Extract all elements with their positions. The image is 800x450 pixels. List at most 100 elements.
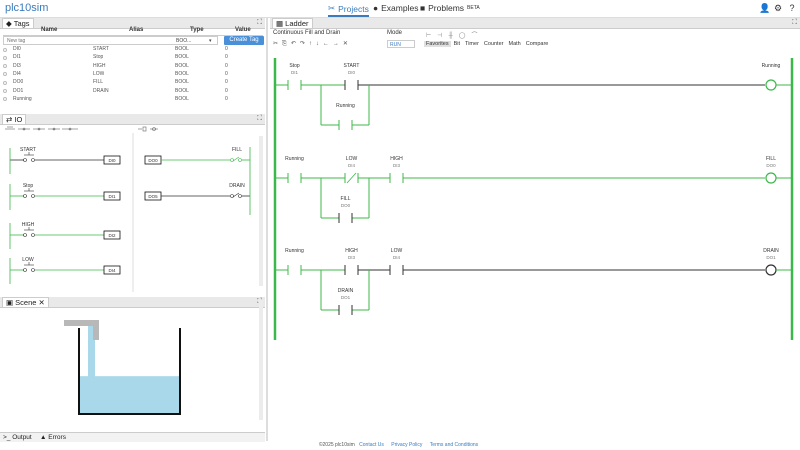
new-tag-type-select[interactable]: BOO...	[176, 38, 192, 44]
tag-name[interactable]: DO1	[13, 87, 24, 94]
tag-row[interactable]: Running BOOL 0	[3, 96, 263, 104]
app-logo[interactable]: plc10sim	[5, 2, 49, 14]
tag-alias[interactable]: DRAIN	[93, 87, 109, 94]
io-scrollbar[interactable]	[259, 136, 263, 286]
instruction-tab[interactable]: Favorites	[424, 41, 451, 47]
tag-name[interactable]: DO0	[13, 79, 24, 86]
tag-alias[interactable]: FILL	[93, 79, 104, 86]
tag-value[interactable]: 0	[225, 95, 228, 102]
tag-type[interactable]: BOOL	[175, 79, 189, 86]
tag-value[interactable]: 0	[225, 87, 228, 94]
tag-value[interactable]: 0	[225, 79, 228, 86]
branch-contact[interactable]: Running	[336, 103, 355, 130]
tags-tab[interactable]: ◆ Tags	[2, 18, 34, 28]
scene-tab[interactable]: ▣ Scene ✕	[2, 297, 49, 307]
io-input-box[interactable]	[103, 230, 121, 240]
tag-row[interactable]: DI0 START BOOL 0	[3, 46, 263, 54]
tag-name[interactable]: Running	[13, 95, 32, 102]
instruction-tab[interactable]: Timer	[465, 41, 479, 47]
tag-type[interactable]: BOOL	[175, 95, 189, 102]
arrow-right-icon[interactable]: →	[332, 41, 343, 47]
io-input-box[interactable]	[103, 265, 121, 275]
footer-link-contact[interactable]: Contact Us	[359, 442, 384, 448]
redo-icon[interactable]: ↷	[299, 41, 309, 47]
errors-tab[interactable]: ▲ Errors	[40, 433, 66, 442]
tag-type[interactable]: BOOL	[175, 46, 189, 52]
tag-type[interactable]: BOOL	[175, 62, 189, 69]
expand-icon[interactable]: ⛶	[792, 19, 797, 26]
contact-icon[interactable]: ╫	[448, 33, 459, 39]
tag-type[interactable]: BOOL	[175, 54, 189, 61]
gear-icon[interactable]: ⚙	[773, 3, 783, 13]
tag-type[interactable]: BOOL	[175, 70, 189, 77]
instruction-tab[interactable]: Math	[508, 41, 521, 47]
io-palette[interactable]	[5, 126, 158, 132]
arrow-up-icon[interactable]: ↑	[308, 41, 316, 47]
close-icon[interactable]: ✕	[38, 298, 45, 307]
contact[interactable]: Running	[285, 248, 304, 275]
output-tab[interactable]: >_ Output	[3, 433, 32, 442]
create-tag-button[interactable]: Create Tag	[224, 36, 264, 45]
panel-divider[interactable]	[266, 17, 268, 441]
program-name[interactable]: Continuous Fill and Drain	[273, 30, 341, 36]
io-input-box[interactable]	[103, 191, 121, 201]
tag-alias[interactable]: START	[93, 46, 109, 52]
arrow-left-icon[interactable]: ←	[322, 41, 333, 47]
new-tag-input[interactable]	[5, 37, 149, 44]
coil-icon[interactable]: ◯	[458, 33, 472, 39]
help-icon[interactable]: ?	[789, 3, 795, 13]
tag-value[interactable]: 0	[225, 62, 228, 69]
tag-row[interactable]: DI4 LOW BOOL 0	[3, 71, 263, 79]
ladder-tab[interactable]: ▦ Ladder	[272, 18, 313, 28]
tag-value[interactable]: 0	[225, 46, 228, 52]
user-icon[interactable]: 👤	[759, 3, 771, 13]
tag-row[interactable]: DO0 FILL BOOL 0	[3, 79, 263, 87]
io-input-box[interactable]	[103, 155, 121, 165]
nav-examples[interactable]: ●Examples	[373, 3, 418, 13]
instruction-tab[interactable]: Counter	[483, 41, 504, 47]
instruction-tab[interactable]: Bit	[453, 41, 461, 47]
paste-icon[interactable]: ⎘	[282, 41, 291, 47]
tag-value[interactable]: 0	[225, 70, 228, 77]
arrow-down-icon[interactable]: ↓	[315, 41, 323, 47]
branch-icon[interactable]: ⊢	[426, 33, 438, 39]
io-tab[interactable]: ⇄ IO	[2, 114, 27, 124]
mode-select[interactable]: RUN	[387, 40, 415, 48]
tag-value[interactable]: 0	[225, 54, 228, 61]
expand-icon[interactable]: ⛶	[257, 115, 262, 122]
footer-link-privacy[interactable]: Privacy Policy	[391, 442, 423, 448]
tag-name[interactable]: DI3	[13, 62, 21, 69]
cut-icon[interactable]: ✂	[273, 41, 283, 47]
contact[interactable]: Running	[285, 156, 304, 183]
instruction-tab[interactable]: Compare	[525, 41, 549, 47]
undo-icon[interactable]: ↶	[290, 41, 300, 47]
footer-link-terms[interactable]: Terms and Conditions	[429, 442, 479, 448]
tag-name[interactable]: DI4	[13, 70, 21, 77]
coil[interactable]: Running	[762, 63, 792, 91]
tag-alias[interactable]: LOW	[93, 70, 105, 77]
scene-scrollbar[interactable]	[259, 300, 263, 420]
tag-name[interactable]: DI0	[13, 46, 21, 52]
delete-icon[interactable]: ✕	[342, 41, 352, 47]
expand-icon[interactable]: ⛶	[257, 19, 262, 26]
